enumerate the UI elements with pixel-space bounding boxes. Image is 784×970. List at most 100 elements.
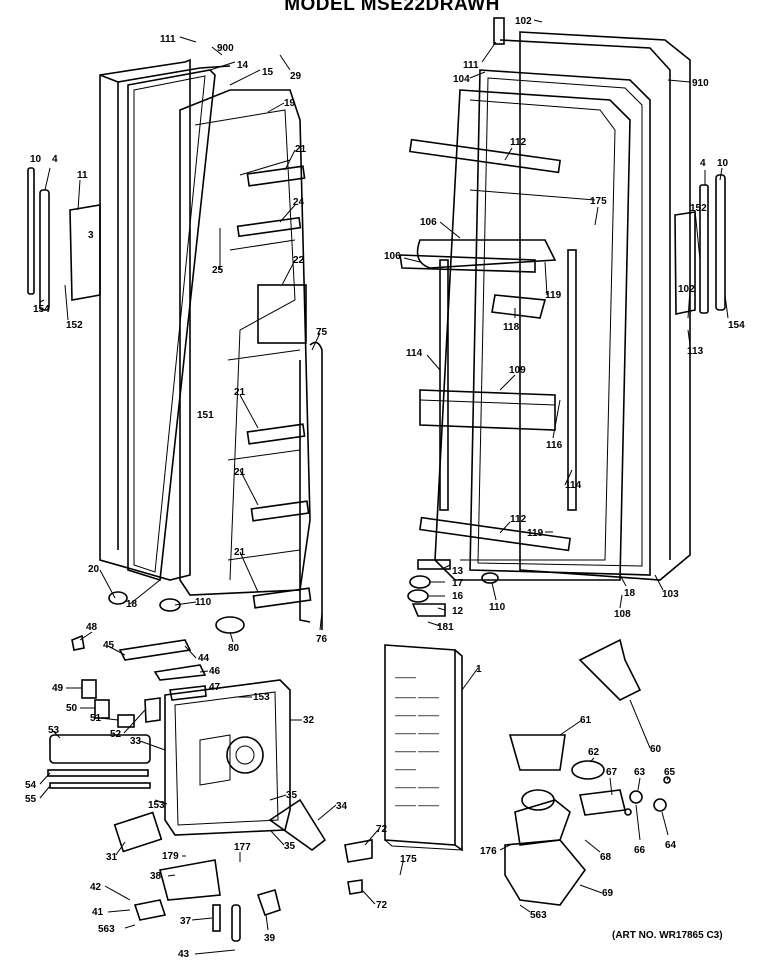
callout-55: 55 — [25, 794, 37, 805]
callout-22: 22 — [293, 255, 305, 266]
callout-106: 106 — [384, 251, 401, 262]
callout-18: 18 — [126, 599, 138, 610]
callout-49: 49 — [52, 683, 64, 694]
freezer-door-outer-panel — [99, 58, 231, 581]
callout-119: 119 — [527, 528, 544, 539]
callout-63: 63 — [634, 767, 646, 778]
callout-32: 32 — [303, 715, 315, 726]
callout-109: 109 — [509, 365, 526, 376]
fresh-food-door-gasket — [469, 69, 651, 576]
callout-151: 151 — [197, 410, 214, 421]
callout-17: 17 — [452, 578, 464, 589]
callout-112: 112 — [510, 137, 527, 148]
callout-110: 110 — [489, 602, 506, 613]
manual-line: ——— ——— — [395, 785, 439, 792]
callout-13: 13 — [452, 566, 464, 577]
callout-176: 176 — [480, 846, 497, 857]
callout-116: 116 — [546, 440, 563, 451]
callout-43: 43 — [178, 949, 190, 960]
callout-51: 51 — [90, 713, 102, 724]
callout-50: 50 — [66, 703, 78, 714]
callout-15: 15 — [262, 67, 274, 78]
callout-111: 111 — [160, 34, 176, 45]
callout-11: 11 — [77, 170, 88, 181]
callout-10: 10 — [717, 158, 729, 169]
callout-4: 4 — [52, 154, 58, 165]
callout-12: 12 — [452, 606, 464, 617]
callout-110: 110 — [195, 597, 212, 608]
callout-29: 29 — [290, 71, 302, 82]
callout-21: 21 — [234, 467, 246, 478]
callout-563: 563 — [530, 910, 547, 921]
callout-35: 35 — [284, 841, 296, 852]
callout-62: 62 — [588, 747, 600, 758]
callout-75: 75 — [316, 327, 328, 338]
callout-114: 114 — [406, 348, 423, 359]
leader-lines — [39, 19, 729, 955]
callout-103: 103 — [662, 589, 679, 600]
callout-108: 108 — [614, 609, 631, 620]
callout-37: 37 — [180, 916, 192, 927]
callout-179: 179 — [162, 851, 179, 862]
callout-14: 14 — [237, 60, 249, 71]
callout-53: 53 — [48, 725, 60, 736]
callout-113: 113 — [687, 346, 704, 357]
callout-48: 48 — [86, 622, 98, 633]
callout-175: 175 — [590, 196, 607, 207]
icemaker-parts — [504, 638, 671, 906]
callout-181: 181 — [437, 622, 454, 633]
callout-24: 24 — [293, 197, 305, 208]
callout-18: 18 — [624, 588, 636, 599]
fresh-food-door-outer-panel — [499, 31, 691, 581]
callout-900: 900 — [217, 43, 234, 54]
manual-line: ——— ——— — [395, 695, 439, 702]
callout-34: 34 — [336, 801, 348, 812]
callout-106: 106 — [420, 217, 437, 228]
callout-153: 153 — [253, 692, 270, 703]
callout-69: 69 — [602, 888, 614, 899]
callout-20: 20 — [88, 564, 100, 575]
manual-line: ——— — [395, 675, 416, 682]
callout-52: 52 — [110, 729, 122, 740]
callout-38: 38 — [150, 871, 162, 882]
dispenser-housing — [164, 679, 291, 836]
manual-line: ——— ——— — [395, 713, 439, 720]
callout-31: 31 — [106, 852, 118, 863]
callout-152: 152 — [690, 203, 707, 214]
freezer-door-gasket — [127, 69, 216, 582]
callout-68: 68 — [600, 852, 612, 863]
callout-44: 44 — [198, 653, 210, 664]
callout-102: 102 — [515, 16, 532, 27]
callout-10: 10 — [30, 154, 42, 165]
callout-910: 910 — [692, 78, 709, 89]
fresh-food-door-liner — [434, 89, 631, 581]
callout-102: 102 — [678, 284, 695, 295]
callout-46: 46 — [209, 666, 221, 677]
callout-111: 111 — [463, 60, 479, 71]
callout-563: 563 — [98, 924, 115, 935]
callout-64: 64 — [665, 840, 677, 851]
diagram-title: MODEL MSE22DRAWH — [284, 0, 500, 15]
callout-47: 47 — [209, 682, 221, 693]
owners-manual — [384, 644, 463, 852]
callout-67: 67 — [606, 767, 618, 778]
dispenser-small-parts — [47, 591, 373, 942]
callout-72: 72 — [376, 824, 388, 835]
callout-4: 4 — [700, 158, 706, 169]
callout-33: 33 — [130, 736, 142, 747]
callout-54: 54 — [25, 780, 37, 791]
fresh-food-door-shelves — [399, 138, 577, 552]
callout-3: 3 — [88, 230, 94, 241]
callout-114: 114 — [565, 480, 582, 491]
manual-line: ——— ——— — [395, 749, 439, 756]
callout-labels: 111 900 14 15 29 19 10 4 11 3 21 24 25 2… — [25, 16, 745, 960]
callout-60: 60 — [650, 744, 662, 755]
callout-61: 61 — [580, 715, 592, 726]
callout-152: 152 — [66, 320, 83, 331]
callout-16: 16 — [452, 591, 464, 602]
manual-line: ——— ——— — [395, 731, 439, 738]
callout-80: 80 — [228, 643, 240, 654]
callout-39: 39 — [264, 933, 276, 944]
manual-text: ——— ——— ——— ——— ——— ——— ——— ——— ——— ——— … — [395, 675, 439, 810]
